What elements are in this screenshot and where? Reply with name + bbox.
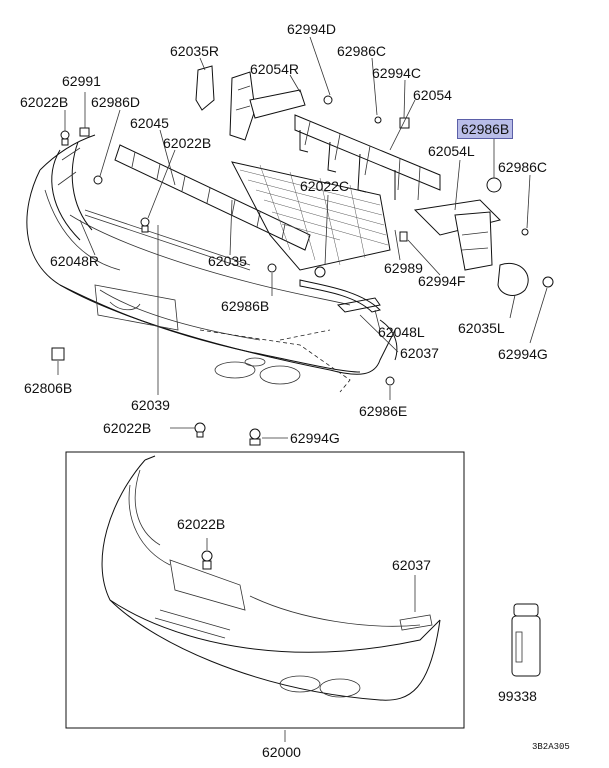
label-62037-top: 62037 bbox=[400, 345, 439, 361]
reinforcement-bar bbox=[294, 114, 441, 201]
label-62022b-left: 62022B bbox=[20, 94, 69, 110]
lower-molding-strip bbox=[84, 209, 251, 271]
label-62048r: 62048R bbox=[50, 253, 100, 269]
label-62994g-right: 62994G bbox=[498, 346, 548, 362]
drawing-code: 3B2A305 bbox=[532, 742, 570, 752]
label-62986c-right: 62986C bbox=[498, 159, 548, 175]
label-62000: 62000 bbox=[262, 744, 301, 760]
label-62022b-bottom: 62022B bbox=[103, 420, 152, 436]
assembly-box bbox=[65, 451, 465, 742]
label-62054l: 62054L bbox=[428, 143, 475, 159]
upper-grille-strip bbox=[114, 144, 311, 251]
mesh-grille bbox=[231, 161, 391, 271]
label-62986b-highlighted: 62986B bbox=[457, 119, 514, 139]
label-62022c: 62022C bbox=[300, 178, 350, 194]
leader-lines bbox=[57, 36, 548, 439]
fasteners bbox=[51, 95, 554, 446]
label-62035r: 62035R bbox=[170, 43, 220, 59]
label-62054r: 62054R bbox=[250, 61, 300, 77]
label-62035l: 62035L bbox=[458, 320, 505, 336]
upper-bumper-cover bbox=[26, 134, 398, 393]
label-62994f: 62994F bbox=[418, 273, 466, 289]
label-62035: 62035 bbox=[208, 253, 247, 269]
label-62022b-mid: 62022B bbox=[163, 135, 212, 151]
touch-up-bottle bbox=[511, 603, 541, 677]
label-62039: 62039 bbox=[131, 397, 170, 413]
label-62054: 62054 bbox=[413, 87, 452, 103]
bracket-right-side bbox=[195, 65, 306, 141]
label-62986b-low: 62986B bbox=[221, 298, 270, 314]
label-62994d: 62994D bbox=[287, 21, 337, 37]
label-62022b-box: 62022B bbox=[177, 516, 226, 532]
label-62994g-bottom: 62994G bbox=[290, 430, 340, 446]
label-99338: 99338 bbox=[498, 688, 537, 704]
label-62045: 62045 bbox=[130, 115, 169, 131]
label-62991: 62991 bbox=[62, 73, 101, 89]
label-62806b: 62806B bbox=[24, 380, 73, 396]
label-62986d: 62986D bbox=[91, 94, 141, 110]
label-62994c: 62994C bbox=[372, 65, 422, 81]
bracket-left-side bbox=[413, 199, 529, 296]
label-62048l: 62048L bbox=[378, 324, 425, 340]
label-62989: 62989 bbox=[384, 260, 423, 276]
label-62986e: 62986E bbox=[359, 403, 408, 419]
label-62037-box: 62037 bbox=[392, 557, 431, 573]
label-62986c-top: 62986C bbox=[337, 43, 387, 59]
